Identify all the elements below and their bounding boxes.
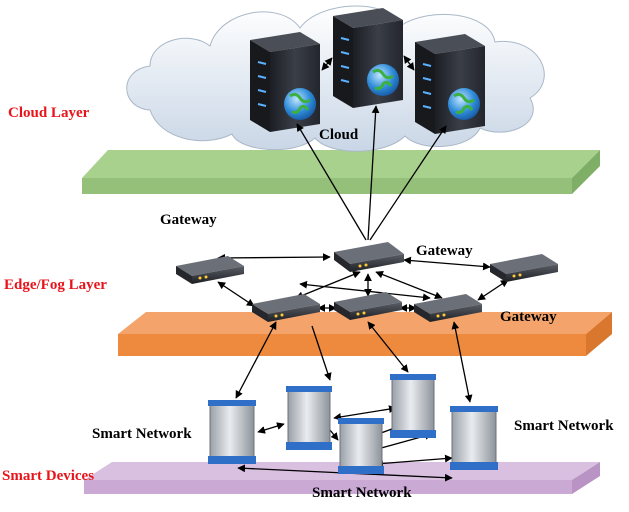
gateway-right <box>490 254 558 282</box>
smart-network-label-left: Smart Network <box>92 426 192 442</box>
globe-icon <box>448 88 480 120</box>
cloud-server-right <box>415 34 485 134</box>
gateway-left <box>176 256 244 284</box>
gateway-label-right: Gateway <box>500 309 557 325</box>
globe-icon <box>367 64 399 96</box>
gateway-label-center: Gateway <box>416 243 473 259</box>
gateway-label-top-left: Gateway <box>160 212 217 228</box>
cloud-layer-plane <box>82 150 600 194</box>
cloud-label: Cloud <box>319 127 359 143</box>
gateway-fog-3 <box>414 294 482 322</box>
gateway-fog-1 <box>252 294 320 322</box>
smart-network-label-right: Smart Network <box>514 418 614 434</box>
cloud-server-left <box>250 32 320 132</box>
cloud-links <box>321 55 415 71</box>
gateway-center <box>334 242 404 272</box>
edge-layer-label: Edge/Fog Layer <box>4 277 107 293</box>
smart-device-2 <box>286 386 332 450</box>
smart-device-3 <box>338 418 384 474</box>
fog-to-device-links <box>235 321 473 403</box>
smart-device-5 <box>450 406 498 470</box>
cloud-to-gateway-links <box>296 105 447 241</box>
smart-network-label-bottom: Smart Network <box>312 485 412 501</box>
smart-device-1 <box>208 400 256 464</box>
cloud-server-center <box>333 8 403 108</box>
gateway-links <box>217 253 509 312</box>
globe-icon <box>284 88 316 120</box>
cloud-layer-label: Cloud Layer <box>8 105 90 121</box>
gateway-fog-2 <box>334 292 402 320</box>
devices-layer-label: Smart Devices <box>2 468 95 484</box>
smart-device-4 <box>390 374 436 438</box>
